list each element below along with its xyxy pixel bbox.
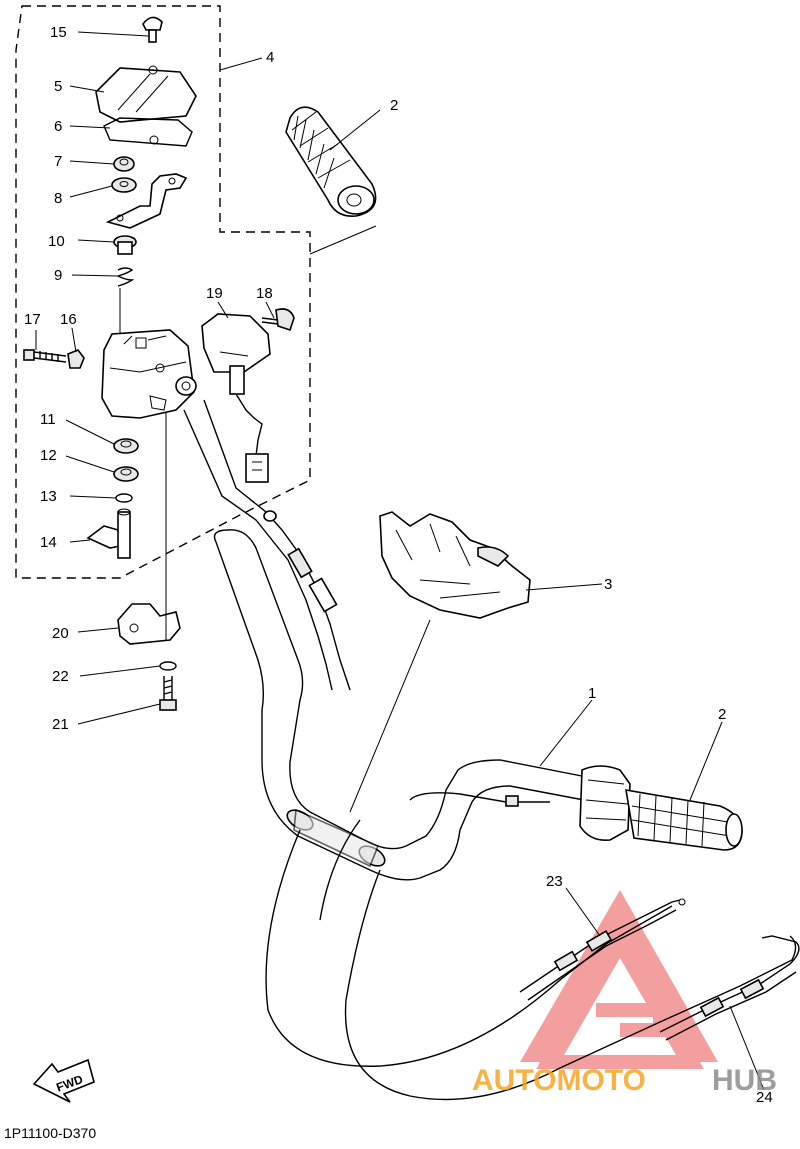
callout-labels: 15 4 5 6 7 8 10 9 2 17 16 19 18 11 12 13… [24, 24, 773, 1106]
watermark-hub: HUB [712, 1064, 777, 1097]
washer-22 [159, 661, 177, 671]
nut-16 [67, 349, 85, 369]
screw-18 [261, 308, 295, 332]
forward-direction-badge: FWD [32, 1058, 95, 1103]
bolt-21 [159, 676, 177, 711]
callout-19: 19 [206, 285, 223, 302]
throttle-bracket [105, 173, 188, 229]
callout-24: 24 [756, 1089, 773, 1106]
drawing-code: 1P11100-D370 [4, 1125, 96, 1141]
grip-right [579, 765, 743, 851]
handlebar-cover-3 [379, 511, 531, 619]
cable-end-fitting [505, 795, 519, 807]
throttle-lever-14 [86, 508, 131, 559]
spring-9 [115, 267, 135, 287]
callout-15: 15 [50, 24, 67, 41]
throttle-cable [183, 399, 351, 691]
callout-3: 3 [604, 576, 612, 593]
bolt-17 [23, 349, 67, 363]
callout-22: 22 [52, 668, 69, 685]
cable-24 [659, 935, 800, 1041]
callout-20: 20 [52, 625, 69, 642]
screw-15 [142, 16, 163, 43]
handlebar-1 [213, 529, 593, 881]
callout-9: 9 [54, 267, 62, 284]
switch-cover-5 [95, 65, 197, 123]
switch-19 [201, 313, 271, 483]
callout-8: 8 [54, 190, 62, 207]
callout-4: 4 [266, 49, 274, 66]
washer-12 [113, 466, 139, 482]
clamp-20 [117, 603, 181, 645]
watermark-text: AUTOMOTO HUB [472, 1064, 777, 1097]
collar-11 [113, 438, 139, 454]
washer-8 [111, 177, 137, 193]
callout-13: 13 [40, 488, 57, 505]
callout-17: 17 [24, 311, 41, 328]
leader-cover [349, 619, 431, 813]
callout-14: 14 [40, 534, 57, 551]
callout-1: 1 [588, 685, 596, 702]
callout-11: 11 [40, 411, 56, 428]
callout-18: 18 [256, 285, 273, 302]
callout-21: 21 [52, 716, 69, 733]
assembly-boundary [15, 5, 311, 579]
cable-23 [519, 898, 686, 1001]
watermark-automoto: AUTOMOTO [472, 1064, 646, 1097]
cable-loops [265, 819, 797, 1101]
throttle-housing [101, 329, 197, 419]
callout-5: 5 [54, 78, 62, 95]
callout-16: 16 [60, 311, 77, 328]
bushing-10 [113, 235, 137, 255]
callout-2-right: 2 [718, 706, 726, 723]
leader-grip-top [309, 225, 377, 255]
right-cable [409, 792, 550, 803]
nut-7 [113, 156, 135, 172]
callout-10: 10 [48, 233, 65, 250]
leader-lines [35, 31, 765, 1091]
callout-23: 23 [546, 873, 563, 890]
callout-7: 7 [54, 153, 62, 170]
washer-13 [115, 493, 133, 503]
gasket-6 [103, 117, 193, 147]
watermark-logo [520, 890, 718, 1069]
callout-6: 6 [54, 118, 62, 135]
callout-2-top: 2 [390, 97, 398, 114]
grip-top [285, 106, 377, 217]
callout-12: 12 [40, 447, 57, 464]
